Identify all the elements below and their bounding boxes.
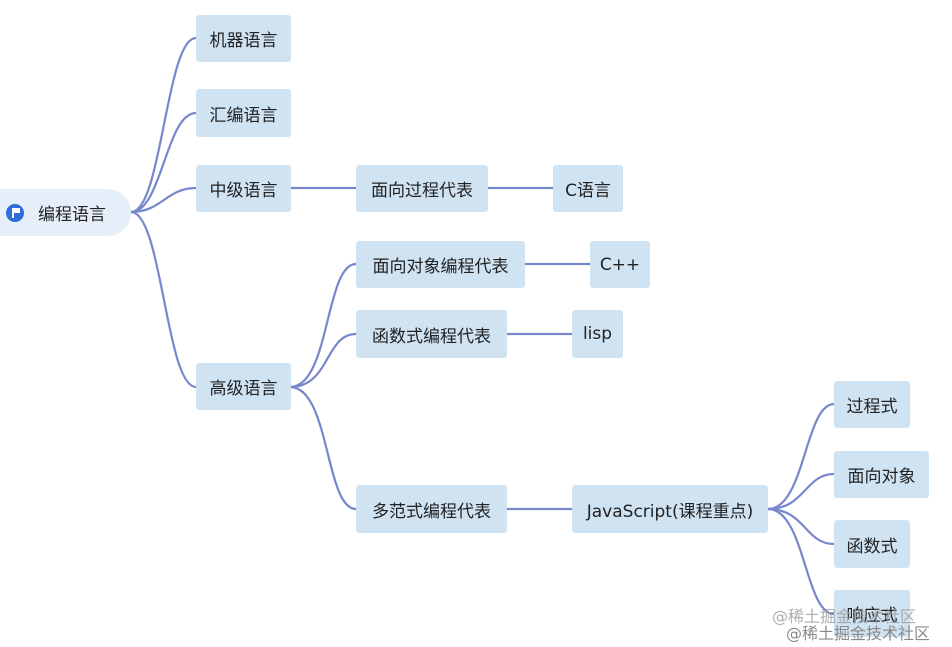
- node-high-language[interactable]: 高级语言: [196, 363, 291, 410]
- node-js-object-oriented[interactable]: 面向对象: [834, 451, 929, 498]
- node-assembly-language[interactable]: 汇编语言: [196, 89, 291, 137]
- node-c-language[interactable]: C语言: [553, 165, 623, 212]
- connector-root-machine: [129, 36, 198, 214]
- node-cpp[interactable]: C++: [590, 241, 650, 288]
- watermark-text: @稀土掘金技术社区: [772, 607, 917, 626]
- node-lisp[interactable]: lisp: [572, 310, 623, 358]
- node-js-reactive[interactable]: 响应式: [834, 590, 910, 637]
- connector-js-object: [766, 472, 836, 511]
- node-machine-language[interactable]: 机器语言: [196, 15, 291, 62]
- flag-icon: [6, 203, 24, 222]
- node-middle-language[interactable]: 中级语言: [196, 165, 291, 212]
- root-node[interactable]: 编程语言: [0, 189, 131, 236]
- node-js-procedural[interactable]: 过程式: [834, 381, 910, 428]
- connector-high-oop: [288, 262, 358, 389]
- node-functional-representative[interactable]: 函数式编程代表: [356, 310, 507, 358]
- watermark-text-shadow: @稀土掘金技术社区: [786, 624, 931, 643]
- root-label: 编程语言: [38, 205, 106, 225]
- connector-root-assembly: [129, 111, 198, 214]
- node-procedural-representative[interactable]: 面向过程代表: [356, 165, 488, 212]
- connector-high-multi: [288, 385, 358, 511]
- connector-js-procedural: [766, 402, 836, 511]
- connector-root-high: [129, 210, 198, 389]
- node-javascript[interactable]: JavaScript(课程重点): [572, 485, 768, 533]
- connector-js-reactive: [766, 507, 836, 616]
- connector-js-functional: [766, 507, 836, 546]
- connector-root-middle: [129, 186, 198, 214]
- node-js-functional[interactable]: 函数式: [834, 520, 910, 568]
- connector-high-functional: [288, 332, 358, 389]
- node-multiparadigm-representative[interactable]: 多范式编程代表: [356, 485, 507, 533]
- node-oop-representative[interactable]: 面向对象编程代表: [356, 241, 525, 288]
